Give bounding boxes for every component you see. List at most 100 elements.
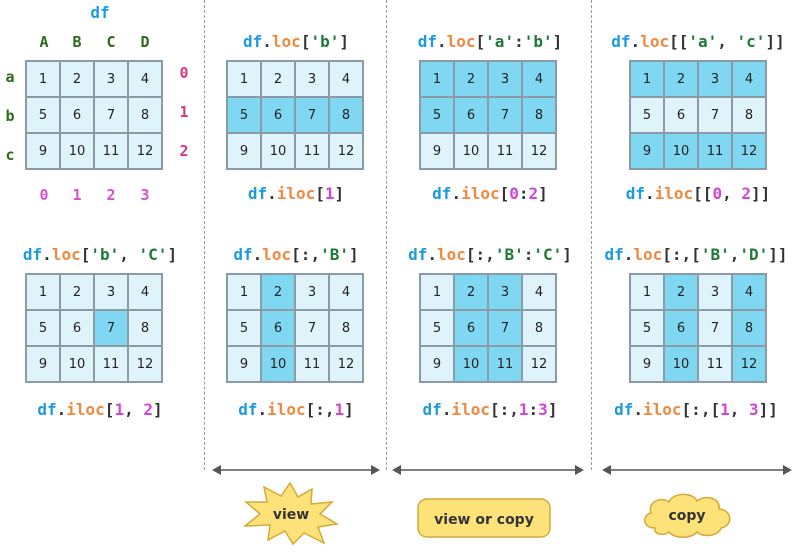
code-token: df [408,245,428,264]
code-token: [:, [465,245,495,264]
code-token: iloc [643,400,682,419]
table-cell: 11 [295,133,329,169]
table-cell: 9 [630,133,664,169]
code-token: df [233,245,253,264]
table-cell: 6 [261,310,295,346]
table-cell: 6 [664,310,698,346]
code-token: [ [475,32,486,51]
code-token: , [722,184,742,203]
code-token: , [119,245,139,264]
code-token: 0 [509,184,519,203]
table-cell: 8 [522,310,556,346]
code-token: df [238,400,258,419]
table-cell: 11 [488,133,522,169]
table-cell: 5 [630,97,664,133]
table-cell: 8 [732,310,766,346]
table-cell: 10 [261,346,295,382]
table-cell: 1 [26,61,60,97]
copy-label: copy [668,508,705,524]
code-token: 2 [143,400,153,419]
table-cell: 11 [94,346,128,382]
table-cell: 12 [128,133,162,169]
code-token: 'a' [688,32,718,51]
code-token: : [528,400,539,419]
column-label-b: B [72,33,82,51]
column-label-d: D [140,33,150,51]
table-cell: 4 [128,274,162,310]
code-token: ] [334,184,345,203]
table-cell: 7 [488,310,522,346]
table-cell: 3 [94,61,128,97]
table-cell: 5 [26,97,60,133]
table-cell: 1 [26,274,60,310]
code-token: [:,[ [681,400,721,419]
table-cell: 11 [488,346,522,382]
copy-badge: copy [643,493,731,538]
code-token: . [262,32,272,51]
code-token: ] [562,245,572,264]
table-cell: 11 [295,346,329,382]
table-cell: 1 [227,61,261,97]
separator-1 [204,0,205,470]
table-cell: 3 [488,274,522,310]
table-cell: 5 [227,310,261,346]
code-token: loc [633,245,663,264]
row-label-b: b [5,107,15,125]
code-token: . [56,400,67,419]
table-cell: 2 [261,61,295,97]
code-token: df [247,184,268,203]
code-token: 'B' [320,245,349,264]
code-iloc-col-list-1-3: df.iloc[:,[1, 3]] [592,400,800,419]
code-token: ] [538,184,548,203]
double-arrow-icon [212,465,380,475]
table-cell: 10 [261,133,295,169]
table-cell: 9 [227,346,261,382]
code-token: 'B' [494,245,524,264]
code-token: iloc [451,400,490,419]
table-cell: 1 [630,61,664,97]
code-loc-list-ac: df.loc[['a', 'c']] [598,32,798,51]
view-badge: view [242,481,340,546]
table-cell: 3 [488,61,522,97]
code-token: . [427,245,437,264]
table-cell: 10 [60,133,94,169]
table-cell: 4 [732,274,766,310]
double-arrow-icon [392,465,584,475]
table-cell: 2 [664,274,698,310]
table-cell: 9 [420,346,454,382]
code-token: df [614,400,634,419]
table-cell: 8 [329,97,363,133]
table-cell: 7 [295,310,329,346]
code-token: . [630,32,641,51]
code-token: df [432,184,452,203]
code-token: loc [271,32,301,51]
code-token: df [22,245,43,264]
table-cell: 7 [295,97,329,133]
table-cell: 2 [261,274,295,310]
table-cell: 9 [420,133,454,169]
code-token: df [417,32,437,51]
table-cell: 7 [698,97,732,133]
table-cell: 8 [128,310,162,346]
code-token: df [604,245,624,264]
table-cell: 7 [698,310,732,346]
code-token: df [422,400,442,419]
code-token: iloc [654,184,694,203]
table-cell: 9 [227,133,261,169]
table-cell: 4 [732,61,766,97]
code-token: , [124,400,144,419]
code-token: 1 [114,400,125,419]
table-cell: 12 [128,346,162,382]
code-token: ] [344,400,354,419]
table-cell: 8 [329,310,363,346]
table-cell: 1 [227,274,261,310]
code-token: 'b' [523,32,553,51]
code-token: loc [446,32,476,51]
table-cell: 12 [732,346,766,382]
code-token: ]] [750,184,771,203]
code-token: [:, [489,400,519,419]
table-cell: 4 [522,61,556,97]
